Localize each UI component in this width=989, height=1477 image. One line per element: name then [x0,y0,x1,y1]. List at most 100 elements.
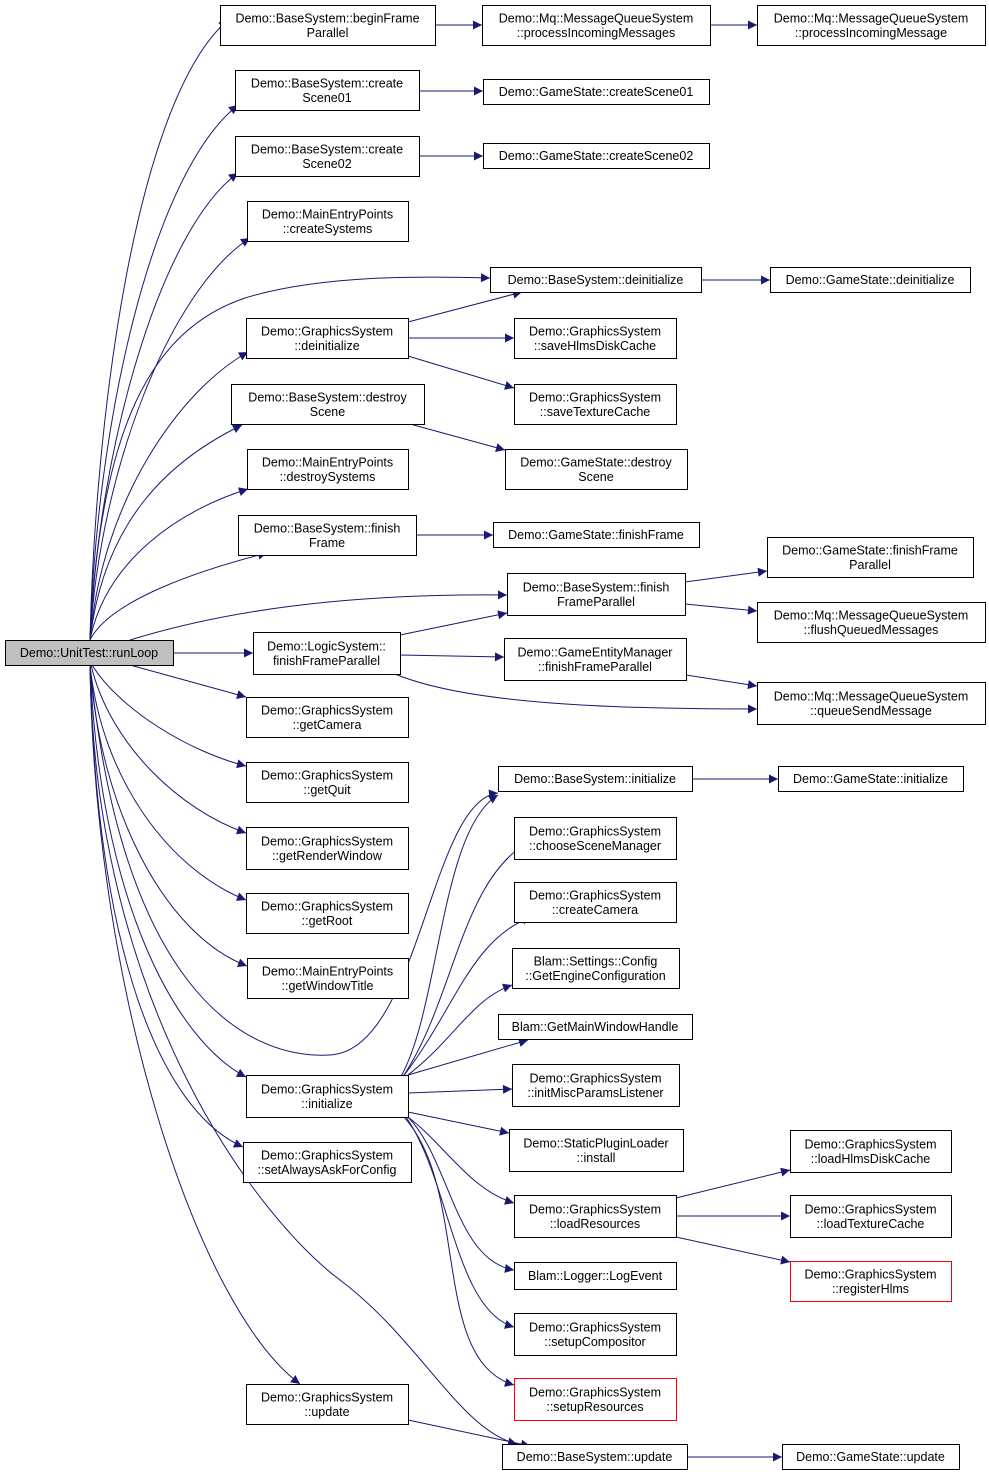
node-label: Demo::BaseSystem::initialize [514,772,676,786]
node-label: Demo::BaseSystem::create [251,76,403,90]
node-label: ::getRenderWindow [272,849,383,863]
node-label: Demo::GraphicsSystem [261,703,393,717]
node-label: Demo::GraphicsSystem [529,1202,661,1216]
node-gfx_registerHlms[interactable]: Demo::GraphicsSystem::registerHlms [790,1261,952,1302]
node-box [790,1261,952,1302]
node-gs_createScene01[interactable]: Demo::GameState::createScene01 [483,79,710,105]
node-gs_createScene02[interactable]: Demo::GameState::createScene02 [483,143,710,169]
node-blam_getMainWindowHandle[interactable]: Blam::GetMainWindowHandle [498,1014,693,1040]
node-gst_deinitialize[interactable]: Demo::GameState::deinitialize [770,267,971,293]
node-label: Demo::BaseSystem::finish [523,580,670,594]
node-label: Demo::GraphicsSystem [529,1385,661,1399]
node-box [246,697,409,738]
edge-gfx_initialize-to-gfx_chooseSceneManager [401,840,531,1079]
edge-runLoop-to-me_getWindowTitle [89,664,248,968]
node-mq_flushQueuedMessages[interactable]: Demo::Mq::MessageQueueSystem::flushQueue… [757,602,986,643]
node-label: ::registerHlms [832,1282,909,1296]
node-me_destroySystems[interactable]: Demo::MainEntryPoints::destroySystems [247,449,409,490]
node-gfx_saveHlmsDiskCache[interactable]: Demo::GraphicsSystem::saveHlmsDiskCache [514,318,677,359]
edge-gfx_deinitialize-to-gfx_saveTextureCache [407,355,515,390]
edge-runLoop-to-bs_finishFrame [89,550,268,641]
edge-runLoop-to-bs_initialize [89,664,499,1056]
node-label: Demo::GraphicsSystem [529,324,661,338]
edge-bs_finishFrameParallel-to-mq_flushQueuedMessages [684,603,758,615]
node-gfx_update[interactable]: Demo::GraphicsSystem::update [246,1384,409,1425]
node-gfx_getRoot[interactable]: Demo::GraphicsSystem::getRoot [246,893,409,934]
node-label: Demo::BaseSystem::update [517,1450,673,1464]
node-label: Demo::GraphicsSystem [529,824,661,838]
node-box [514,384,677,425]
node-gem_finishFrameParallel[interactable]: Demo::GameEntityManager::finishFramePara… [504,638,687,681]
node-blam_getEngineConfiguration[interactable]: Blam::Settings::Config::GetEngineConfigu… [512,948,680,989]
node-gfx_chooseSceneManager[interactable]: Demo::GraphicsSystem::chooseSceneManager [514,817,677,860]
node-gfx_getCamera[interactable]: Demo::GraphicsSystem::getCamera [246,697,409,738]
node-label: ::getQuit [303,783,351,797]
edge-runLoop-to-gfx_getQuit [91,664,247,769]
node-bs_finishFrameParallel[interactable]: Demo::BaseSystem::finishFrameParallel [507,573,686,616]
edge-runLoop-to-me_destroySystems [89,487,249,641]
node-label: ::initMiscParamsListener [527,1086,663,1100]
node-me_createSystems[interactable]: Demo::MainEntryPoints::createSystems [247,201,409,242]
node-label: Demo::StaticPluginLoader [523,1136,668,1150]
node-label: Demo::GraphicsSystem [261,768,393,782]
node-gfx_getRenderWindow[interactable]: Demo::GraphicsSystem::getRenderWindow [246,827,409,870]
node-label: ::destroySystems [280,470,376,484]
node-label: Demo::BaseSystem::deinitialize [508,273,684,287]
node-box [505,449,688,490]
edge-runLoop-to-gfx_getRenderWindow [90,664,247,835]
node-label: Demo::GraphicsSystem [805,1202,937,1216]
node-box [512,948,680,989]
node-gfx_loadResources[interactable]: Demo::GraphicsSystem::loadResources [514,1195,677,1238]
node-gfx_getQuit[interactable]: Demo::GraphicsSystem::getQuit [246,762,409,803]
node-runLoop[interactable]: Demo::UnitTest::runLoop [5,640,174,666]
node-label: Demo::GraphicsSystem [261,1148,393,1162]
node-spl_install[interactable]: Demo::StaticPluginLoader::install [509,1129,684,1172]
node-layer: Demo::UnitTest::runLoopDemo::BaseSystem:… [5,5,986,1470]
node-box [514,1378,677,1421]
node-gst_initialize[interactable]: Demo::GameState::initialize [778,766,964,792]
node-bs_update[interactable]: Demo::BaseSystem::update [502,1444,688,1470]
node-box [483,143,710,169]
node-gfx_saveTextureCache[interactable]: Demo::GraphicsSystem::saveTextureCache [514,384,677,425]
node-gfx_deinitialize[interactable]: Demo::GraphicsSystem::deinitialize [246,318,409,359]
node-bs_deinitialize[interactable]: Demo::BaseSystem::deinitialize [490,267,702,293]
node-label: Demo::GameState::initialize [793,772,948,786]
node-blam_logEvent[interactable]: Blam::Logger::LogEvent [514,1262,677,1290]
node-gfx_setupResources[interactable]: Demo::GraphicsSystem::setupResources [514,1378,677,1421]
node-gfx_setAlwaysAskForConfig[interactable]: Demo::GraphicsSystem::setAlwaysAskForCon… [243,1142,412,1183]
node-mq_processIncomingMessages[interactable]: Demo::Mq::MessageQueueSystem::processInc… [482,5,711,46]
node-label: ::finishFrameParallel [538,660,652,674]
node-gfx_loadHlmsDiskCache[interactable]: Demo::GraphicsSystem::loadHlmsDiskCache [790,1130,952,1173]
node-bs_initialize[interactable]: Demo::BaseSystem::initialize [498,766,693,792]
node-gfx_setupCompositor[interactable]: Demo::GraphicsSystem::setupCompositor [514,1313,677,1356]
node-gst_finishFrame[interactable]: Demo::GameState::finishFrame [493,522,700,548]
node-gfx_initialize[interactable]: Demo::GraphicsSystem::initialize [246,1075,409,1118]
node-label: Demo::GameState::createScene01 [499,85,694,99]
node-label: Blam::Settings::Config [534,954,658,968]
node-bs_finishFrame[interactable]: Demo::BaseSystem::finishFrame [238,515,417,556]
node-box [790,1130,952,1173]
node-label: ::loadTextureCache [817,1217,925,1231]
node-bs_createScene01[interactable]: Demo::BaseSystem::createScene01 [235,70,420,111]
node-box [767,537,974,578]
node-gfx_loadTextureCache[interactable]: Demo::GraphicsSystem::loadTextureCache [790,1195,952,1238]
node-box [509,1129,684,1172]
edge-gfx_update-to-bs_update [407,1419,531,1449]
node-gfx_createCamera[interactable]: Demo::GraphicsSystem::createCamera [514,882,677,923]
node-ls_finishFrameParallel[interactable]: Demo::LogicSystem::finishFrameParallel [253,632,401,675]
node-mq_queueSendMessage[interactable]: Demo::Mq::MessageQueueSystem::queueSendM… [757,682,986,725]
node-gfx_initMiscParamsListener[interactable]: Demo::GraphicsSystem::initMiscParamsList… [512,1064,680,1107]
node-label: Demo::MainEntryPoints [262,964,393,978]
node-mq_processIncomingMessage[interactable]: Demo::Mq::MessageQueueSystem::processInc… [757,5,986,46]
node-gst_update[interactable]: Demo::GameState::update [782,1444,960,1470]
node-bs_createScene02[interactable]: Demo::BaseSystem::createScene02 [235,136,420,177]
node-gst_finishFrameParallel[interactable]: Demo::GameState::finishFrameParallel [767,537,974,578]
node-me_getWindowTitle[interactable]: Demo::MainEntryPoints::getWindowTitle [247,958,409,999]
node-label: Scene [310,405,345,419]
node-box [507,573,686,616]
node-label: ::install [577,1151,616,1165]
